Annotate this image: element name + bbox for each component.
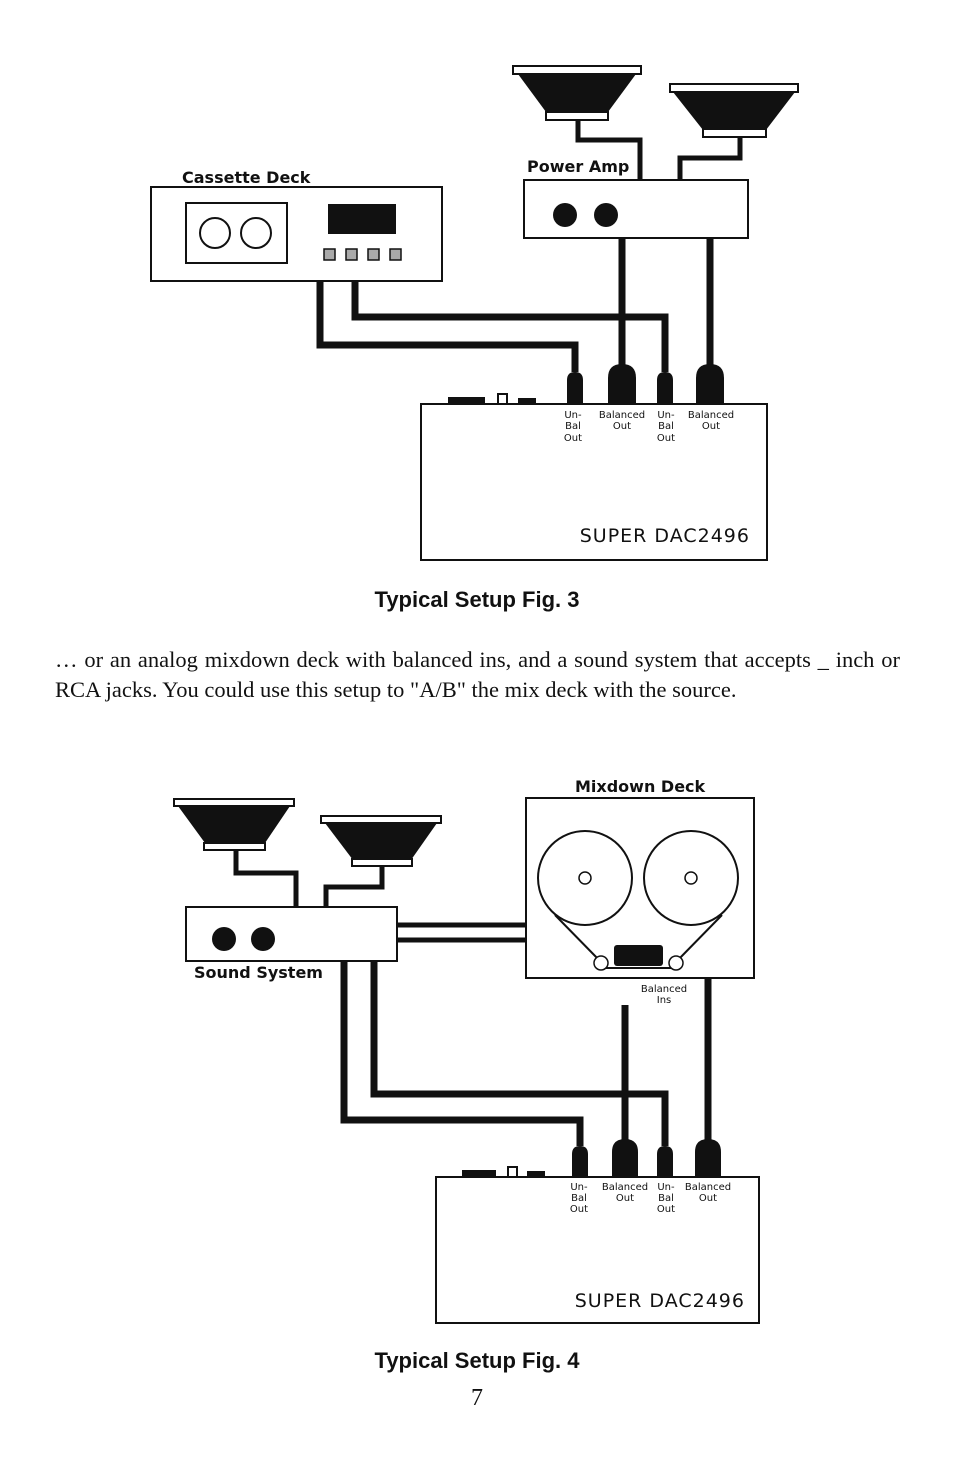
speaker-knob-icon [212, 927, 236, 951]
balanced-connector-icon [695, 1139, 721, 1177]
body-paragraph: … or an analog mixdown deck with balance… [55, 647, 900, 702]
figure-4-caption: Typical Setup Fig. 4 [374, 1348, 580, 1373]
jack-label: Out [699, 1193, 717, 1204]
speaker-right [669, 83, 799, 138]
cassette-deck [150, 186, 443, 282]
mixdown-deck-label: Mixdown Deck [575, 777, 706, 796]
jack-label: Balanced [685, 1182, 731, 1193]
amp-knob-icon [594, 203, 618, 227]
balanced-ins-label: Balanced [641, 984, 687, 995]
amp-knob-icon [553, 203, 577, 227]
jack-label: Out [657, 1204, 675, 1215]
display-icon [328, 204, 396, 234]
jack-label: Bal [571, 1193, 587, 1204]
dac-logo: SUPER DAC2496 [580, 525, 750, 547]
jack-label: Bal [658, 1193, 674, 1204]
deck-button-icon [389, 248, 402, 261]
dac-logo: SUPER DAC2496 [575, 1290, 745, 1312]
jack-label: Bal [565, 421, 581, 432]
cassette-deck-label: Cassette Deck [182, 168, 311, 187]
page-number: 7 [471, 1385, 483, 1411]
speaker-knob-icon [251, 927, 275, 951]
jack-label: Balanced [688, 410, 734, 421]
deck-button-icon [323, 248, 336, 261]
jack-label: Out [570, 1204, 588, 1215]
speaker-left [512, 65, 642, 121]
jack-label: Un- [657, 410, 675, 421]
balanced-connector-icon [696, 364, 724, 404]
unbal-connector-icon [572, 1146, 588, 1177]
unbal-connector-icon [567, 372, 583, 404]
super-dac-unit: Un- Bal Out Balanced Out Un- Bal Out Bal… [420, 364, 768, 561]
reel-icon [199, 217, 231, 249]
reel-icon [240, 217, 272, 249]
sound-system [185, 906, 398, 962]
jack-label: Out [613, 421, 631, 432]
jack-label: Out [564, 433, 582, 444]
figure-3-caption: Typical Setup Fig. 3 [374, 587, 580, 612]
power-amp-label: Power Amp [527, 157, 629, 176]
balanced-connector-icon [608, 364, 636, 404]
super-dac-unit: Un- Bal Out Balanced Out Un- Bal Out Bal… [435, 1139, 760, 1324]
jack-label: Un- [564, 410, 582, 421]
sound-system-label: Sound System [194, 963, 323, 982]
jack-label: Out [702, 421, 720, 432]
speaker-left [173, 798, 295, 851]
unbal-connector-icon [657, 372, 673, 404]
jack-label: Balanced [599, 410, 645, 421]
jack-label: Out [616, 1193, 634, 1204]
jack-label: Un- [657, 1182, 675, 1193]
figure-4: Sound System Mixdown Deck Balanced Ins [173, 777, 760, 1324]
jack-label: Balanced [602, 1182, 648, 1193]
jack-label: Un- [570, 1182, 588, 1193]
jack-label: Out [657, 433, 675, 444]
mixdown-deck [525, 797, 755, 979]
speaker-right [320, 815, 442, 867]
deck-button-icon [345, 248, 358, 261]
balanced-connector-icon [612, 1139, 638, 1177]
deck-button-icon [367, 248, 380, 261]
power-amp [523, 179, 749, 239]
jack-label: Bal [658, 421, 674, 432]
balanced-ins-label: Ins [657, 995, 672, 1006]
figure-3: Power Amp Cassette Deck [150, 65, 799, 561]
tape-head-icon [614, 945, 663, 966]
unbal-connector-icon [657, 1146, 673, 1177]
